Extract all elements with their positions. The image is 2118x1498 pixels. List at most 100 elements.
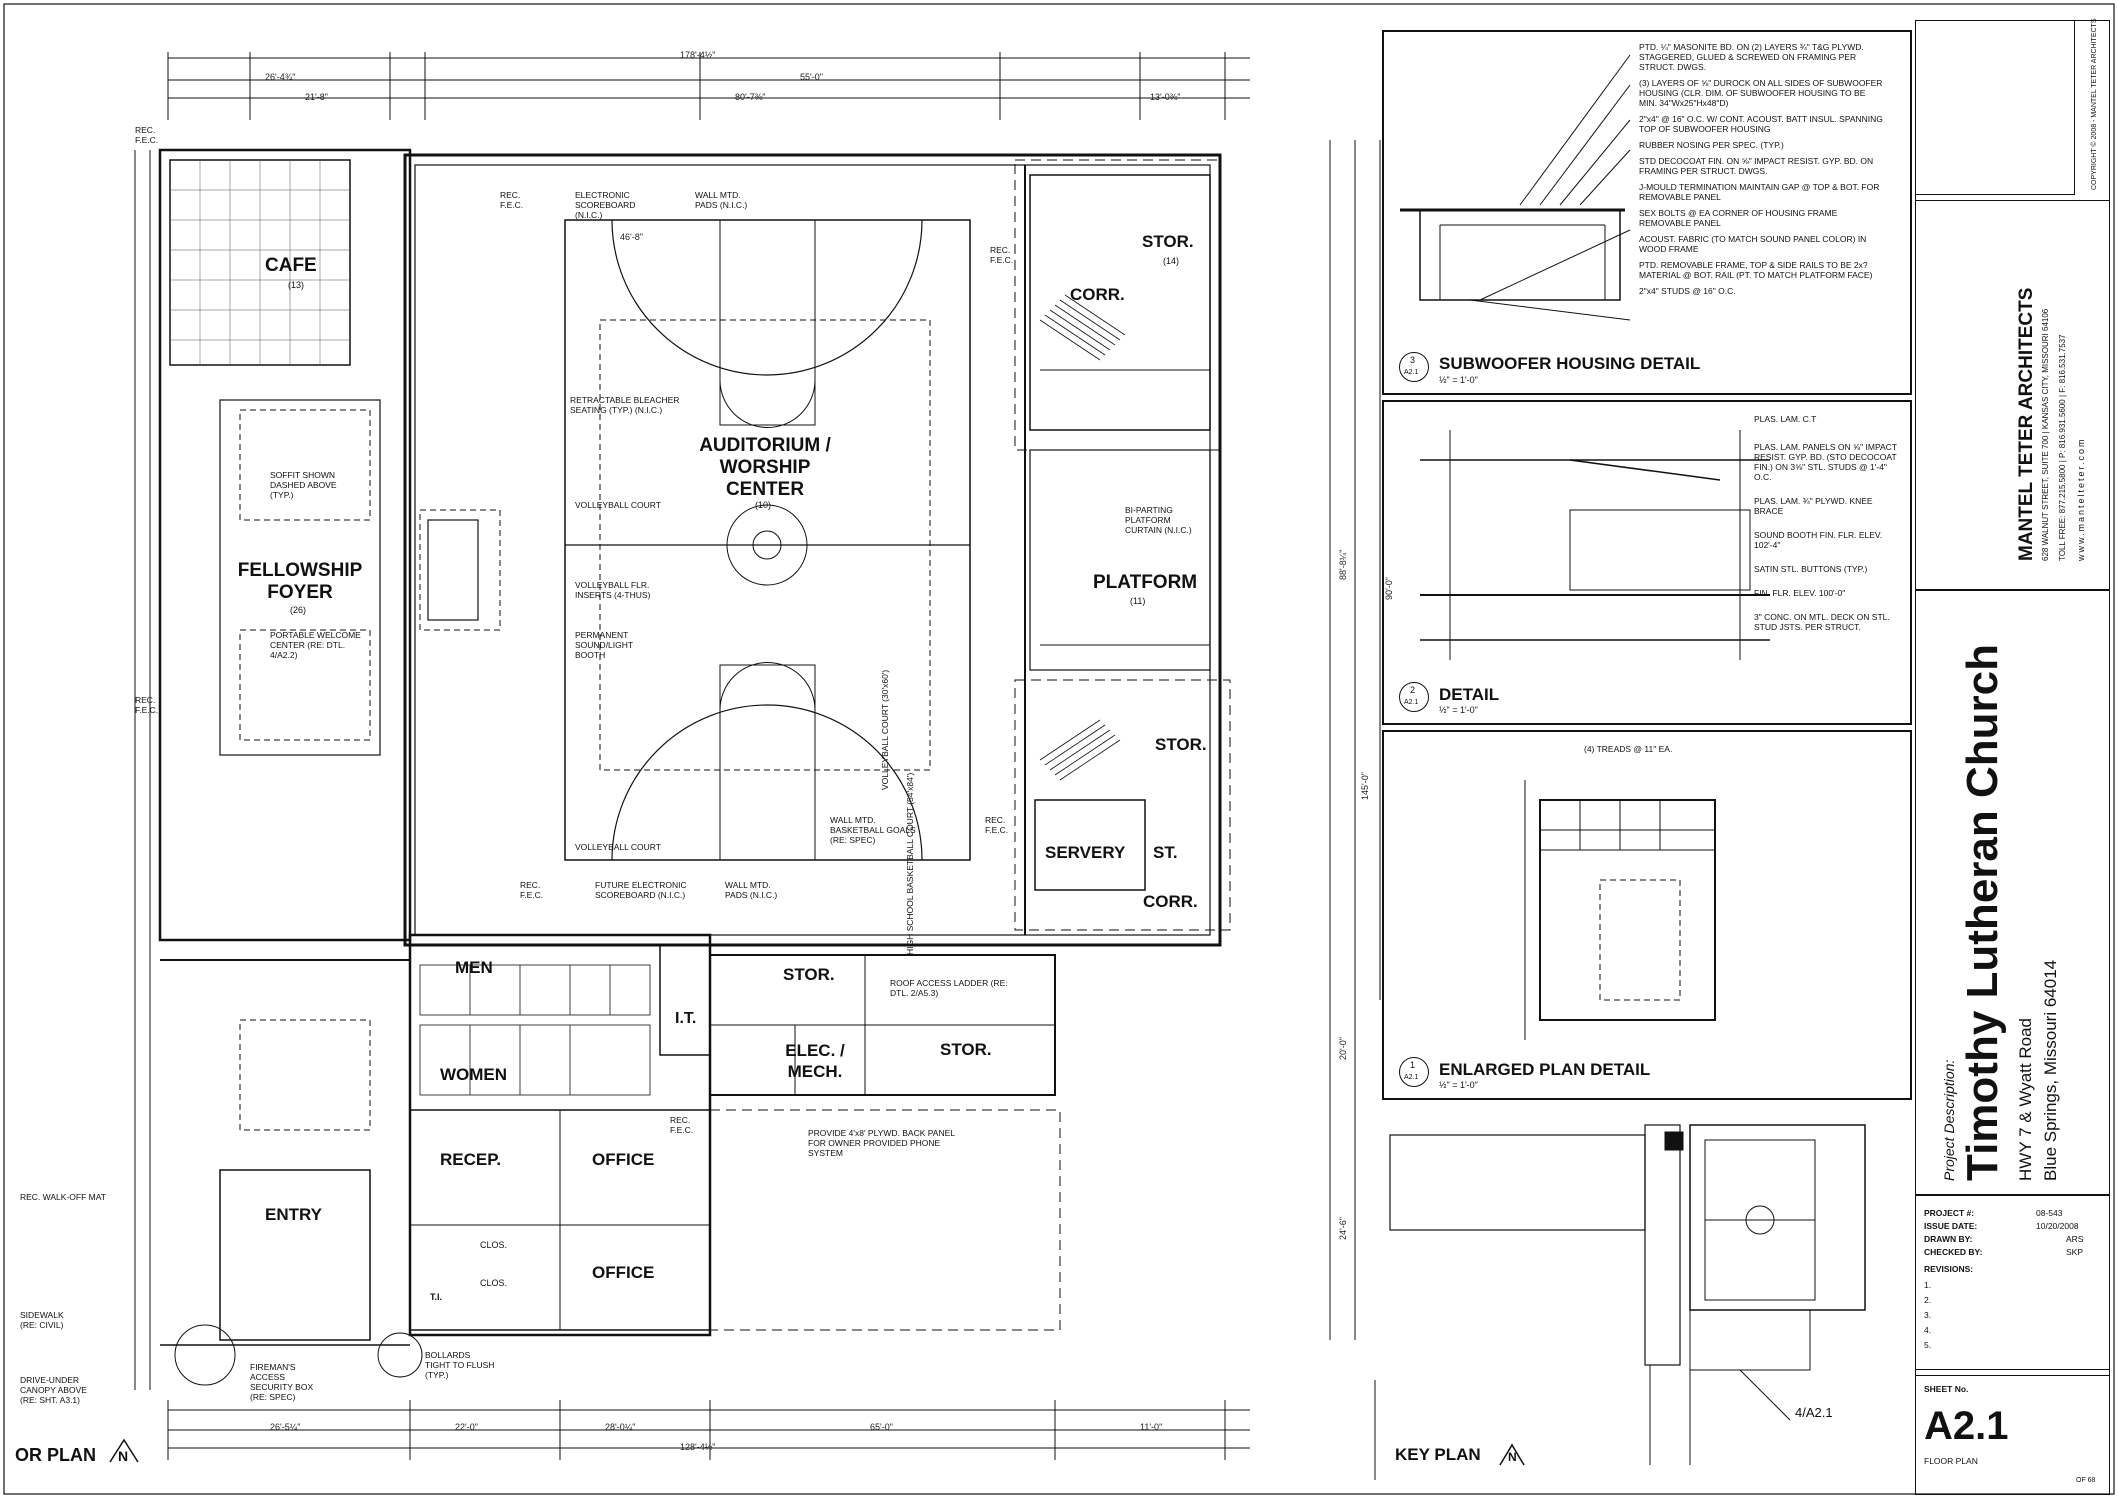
room-corridor-1: CORR. xyxy=(1070,285,1125,304)
room-corridor-2: CORR. xyxy=(1143,892,1198,911)
firm-phone: TOLL FREE: 877.215.5800 | P: 816.931.560… xyxy=(2058,334,2067,561)
enlarged-treads-note: (4) TREADS @ 11" EA. xyxy=(1584,744,1673,754)
room-closet-2: CLOS. xyxy=(480,1278,508,1288)
room-office-2: OFFICE xyxy=(592,1263,655,1282)
floor-plan-title: OR PLAN xyxy=(15,1445,96,1465)
room-reception: RECEP. xyxy=(440,1150,502,1169)
room-closet-1: CLOS. xyxy=(480,1240,508,1250)
room-storage-2: STOR. xyxy=(1155,735,1207,754)
key-plan-title: KEY PLAN xyxy=(1395,1445,1481,1464)
dim-overall-width: 178'-4½" xyxy=(680,50,716,60)
subwoofer-note: PTD. ¼" MASONITE BD. ON (2) LAYERS ¾" T&… xyxy=(1639,42,1864,72)
revision-line: 4. xyxy=(1924,1325,1932,1335)
project-box: Project Description: Timothy Lutheran Ch… xyxy=(1915,590,2110,1195)
note-soffit: SOFFIT SHOWN DASHED ABOVE (TYP.) xyxy=(270,470,337,500)
subwoofer-detail-frame: 3 A2.1 SUBWOOFER HOUSING DETAIL ½" = 1'-… xyxy=(1382,30,1912,395)
detail-note: PLAS. LAM. PANELS ON ⅝" IMPACT RESIST. G… xyxy=(1754,442,1897,482)
note-sound-booth: PERMANENT SOUND/LIGHT BOOTH xyxy=(575,630,633,660)
room-fellowship-foyer: FELLOWSHIP FOYER xyxy=(237,560,363,603)
room-servery: SERVERY xyxy=(1045,843,1126,862)
room-storage-1-number: (14) xyxy=(1163,256,1180,266)
note-rec-fec-4: REC. F.E.C. xyxy=(135,695,159,715)
room-men: MEN xyxy=(455,958,493,977)
room-it: I.T. xyxy=(675,1010,697,1027)
dim-bottom-e: 11'-0" xyxy=(1140,1422,1163,1432)
dim-side-b: 145'-0" xyxy=(1360,772,1370,800)
subwoofer-note: J-MOULD TERMINATION MAINTAIN GAP @ TOP &… xyxy=(1639,182,1880,202)
dim-bottom-b: 22'-0" xyxy=(455,1422,478,1432)
dim-top-e: 21'-8" xyxy=(305,92,328,102)
firm-copyright: COPYRIGHT © 2008 - MANTEL TETER ARCHITEC… xyxy=(2091,18,2098,190)
detail-note: SATIN STL. BUTTONS (TYP.) xyxy=(1754,564,1868,574)
dim-court-width: 46'-8" xyxy=(620,232,643,242)
room-elec-mech: ELEC. / MECH. xyxy=(785,1041,845,1081)
drawn-by: ARS xyxy=(2066,1234,2084,1244)
dim-top-f: 13'-0⅜" xyxy=(1150,92,1181,102)
section-detail-scale: ½" = 1'-0" xyxy=(1439,705,1478,715)
room-platform-number: (11) xyxy=(1130,596,1146,606)
detail-callout-number: 2 xyxy=(1410,685,1416,695)
note-portable-welcome: PORTABLE WELCOME CENTER (RE: DTL. 4/A2.2… xyxy=(270,630,361,660)
dim-top-d: 80'-7⅜" xyxy=(735,92,766,102)
section-detail-title: DETAIL xyxy=(1439,685,1500,704)
revision-line: 2. xyxy=(1924,1295,1932,1305)
note-volleyball-inserts: VOLLEYBALL FLR. INSERTS (4-THUS) xyxy=(575,580,651,600)
dim-side-a: 88'-8¼" xyxy=(1338,549,1348,580)
subwoofer-note: (3) LAYERS OF ⅝" DUROCK ON ALL SIDES OF … xyxy=(1639,78,1883,108)
room-platform: PLATFORM xyxy=(1093,572,1198,593)
note-retractable-bleachers: RETRACTABLE BLEACHER SEATING (TYP.) (N.I… xyxy=(570,395,680,415)
detail-callout-sheet: A2.1 xyxy=(1404,699,1419,706)
note-sidewalk: SIDEWALK (RE: CIVIL) xyxy=(20,1310,64,1330)
project-description-label: Project Description: xyxy=(1941,1059,1957,1181)
enlarged-callout-number: 1 xyxy=(1410,1060,1416,1070)
room-fellowship-number: (26) xyxy=(290,605,307,615)
room-storage-1: STOR. xyxy=(1142,232,1194,251)
detail-note: PLAS. LAM. C.T xyxy=(1754,414,1817,424)
note-volleyball-court-top: VOLLEYBALL COURT xyxy=(575,500,661,510)
project-info-box: PROJECT #: 08-543 ISSUE DATE: 10/20/2008… xyxy=(1915,1195,2110,1370)
dim-bottom-a: 26'-5¼" xyxy=(270,1422,301,1432)
room-ti: T.I. xyxy=(430,1292,443,1302)
subwoofer-note: 2"x4" @ 16" O.C. W/ CONT. ACOUST. BATT I… xyxy=(1639,114,1883,134)
revision-line: 5. xyxy=(1924,1340,1932,1350)
note-rec-fec-5: REC. F.E.C. xyxy=(520,880,544,900)
subwoofer-callout-number: 3 xyxy=(1410,355,1416,365)
room-st: ST. xyxy=(1153,843,1178,862)
drawn-by-label: DRAWN BY: xyxy=(1924,1234,1973,1244)
dim-bottom-overall: 128'-4½" xyxy=(680,1442,716,1452)
firm-name: MANTEL TETER ARCHITECTS xyxy=(2016,287,2037,561)
enlarged-callout-bubble: 1 A2.1 xyxy=(1399,1057,1429,1087)
note-roof-ladder: ROOF ACCESS LADDER (RE: DTL. 2/A5.3) xyxy=(890,978,1008,998)
room-auditorium: AUDITORIUM / WORSHIP CENTER xyxy=(699,435,831,500)
room-storage-3: STOR. xyxy=(783,965,835,984)
note-volleyball-court-bottom: VOLLEYBALL COURT xyxy=(575,842,661,852)
firm-web: www.mantelteter.com xyxy=(2076,437,2086,561)
subwoofer-note: SEX BOLTS @ EA CORNER OF HOUSING FRAME R… xyxy=(1639,208,1838,228)
subwoofer-note: PTD. REMOVABLE FRAME, TOP & SIDE RAILS T… xyxy=(1639,260,1873,280)
project-number-label: PROJECT #: xyxy=(1924,1208,1975,1218)
section-detail-frame: 2 A2.1 DETAIL ½" = 1'-0" PLAS. LAM. C.T … xyxy=(1382,400,1912,725)
note-wall-pads-bottom: WALL MTD. PADS (N.I.C.) xyxy=(725,880,778,900)
room-cafe: CAFE xyxy=(265,255,317,276)
dim-top-c: 26'-4¾" xyxy=(265,72,296,82)
sheet-number: A2.1 xyxy=(1924,1404,2009,1448)
sheet-title: FLOOR PLAN xyxy=(1924,1456,1978,1466)
subwoofer-note: STD DECOCOAT FIN. ON ⅝" IMPACT RESIST. G… xyxy=(1639,156,1874,176)
subwoofer-note: 2"x4" STUDS @ 16" O.C. xyxy=(1639,286,1736,296)
enlarged-plan-frame: (4) TREADS @ 11" EA. 1 A2.1 ENLARGED PLA… xyxy=(1382,730,1912,1100)
note-rec-fec-2: REC. F.E.C. xyxy=(500,190,524,210)
checked-by: SKP xyxy=(2066,1247,2084,1257)
key-plan-callout: 4/A2.1 xyxy=(1795,1405,1833,1420)
project-name: Timothy Lutheran Church xyxy=(1958,644,2007,1181)
detail-note: PLAS. LAM. ¾" PLYWD. KNEE BRACE xyxy=(1754,496,1873,516)
key-plan-frame: KEY PLAN 4/A2.1 xyxy=(1375,1110,1915,1490)
subwoofer-notes: PTD. ¼" MASONITE BD. ON (2) LAYERS ¾" T&… xyxy=(1639,42,1884,302)
dim-top-b: 55'-0" xyxy=(800,72,823,82)
checked-by-label: CHECKED BY: xyxy=(1924,1247,1983,1257)
enlarged-callout-sheet: A2.1 xyxy=(1404,1074,1419,1081)
note-electronic-scoreboard: ELECTRONIC SCOREBOARD (N.I.C.) xyxy=(575,190,636,220)
subwoofer-callout-sheet: A2.1 xyxy=(1404,369,1419,376)
room-auditorium-number: (10) xyxy=(755,500,772,510)
